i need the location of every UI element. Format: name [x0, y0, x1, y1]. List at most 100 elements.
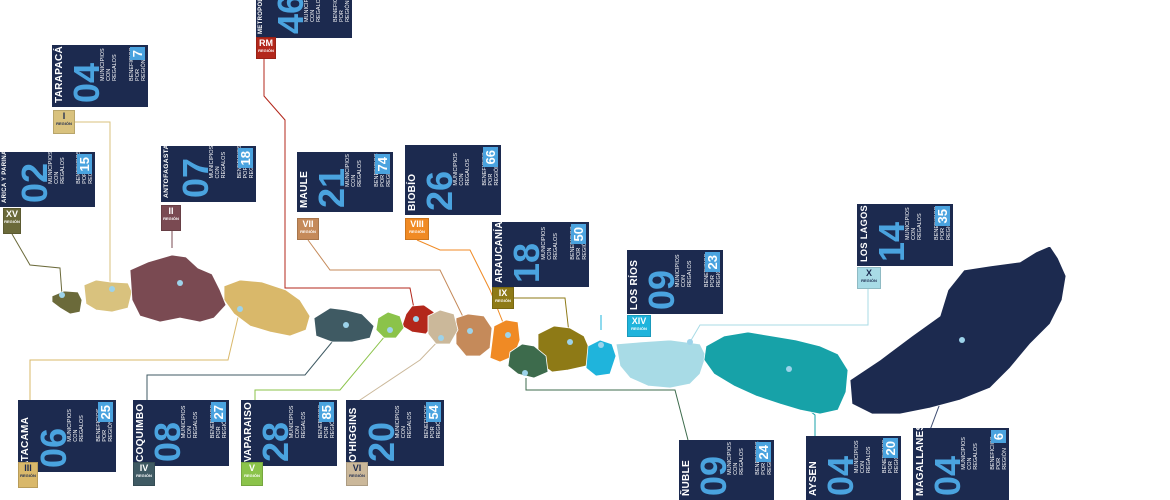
region-shape-iii [223, 279, 311, 337]
region-shape-i [83, 279, 133, 313]
region-total: 25 [98, 402, 113, 423]
leader-line-vii [307, 239, 471, 332]
region-total: 27 [211, 402, 226, 423]
region-numeral: IV [139, 463, 149, 473]
municipios-label: MUNICIPIOS CON REGALOS [47, 152, 66, 184]
beneficios-label: BENEFICIOS POR REGIÓN [332, 0, 351, 23]
region-word: REGIÓN [631, 326, 647, 331]
region-numeral: IX [498, 288, 508, 298]
region-numeral: II [168, 206, 174, 216]
municipios-label: MUNICIPIOS CON REGALOS [67, 409, 85, 442]
region-name: LOS RÍOS [629, 259, 640, 310]
region-dot-ii [177, 280, 183, 286]
region-dot-rm [413, 316, 419, 322]
region-total: 24 [756, 442, 771, 463]
region-name: AYSEN [808, 460, 819, 496]
region-numeral: RM [259, 38, 273, 48]
region-shape-xiv [585, 339, 617, 377]
region-numeral: I [62, 111, 66, 121]
municipios-label: MUNICIPIOS CON REGALOS [289, 405, 307, 439]
region-shape-vii [455, 313, 493, 357]
region-word: REGIÓN [495, 298, 511, 303]
region-dot-v [387, 327, 393, 333]
region-dot-xi [786, 366, 792, 372]
region-dot-xii [959, 337, 965, 343]
region-dot-xv [59, 292, 65, 298]
region-word: REGIÓN [20, 473, 36, 478]
region-numeral: XV [5, 209, 18, 219]
region-dot-viii [505, 332, 511, 338]
region-dot-x [687, 339, 693, 345]
region-name: COQUIMBO [135, 403, 146, 462]
region-shape-xi [703, 331, 849, 415]
region-shapes [51, 245, 1067, 415]
region-total: 7 [130, 47, 145, 61]
region-dot-xvi [522, 370, 528, 376]
municipios-label: MUNICIPIOS CON REGALOS [961, 437, 979, 470]
region-name: BIOBÍO [407, 173, 418, 211]
region-name: MAULE [299, 170, 310, 208]
region-numeral: III [24, 463, 32, 473]
municipios-label: MUNICIPIOS CON REGALOS [905, 207, 923, 240]
region-name: VAPARAISO [243, 401, 254, 462]
region-name: ANTOFAGASTA [163, 146, 170, 198]
region-word: REGIÓN [56, 121, 72, 126]
leader-line-xv [11, 233, 63, 296]
leader-line-i [75, 121, 111, 289]
region-total: 15 [77, 154, 92, 175]
region-name: LOS LAGOS [859, 205, 869, 262]
region-dot-xiv [598, 342, 604, 348]
region-name: TARAPACÁ [54, 45, 65, 103]
region-name: METROPOLITANA [258, 0, 264, 34]
region-total: 18 [238, 148, 253, 169]
municipios-label: MUNICIPIOS CON REGALOS [453, 152, 471, 186]
municipios-label: MUNICIPIOS CON REGALOS [853, 440, 872, 474]
region-name: O'HIGGINS [348, 407, 359, 462]
region-total: 20 [883, 438, 898, 459]
region-total: 35 [935, 206, 950, 227]
region-word: REGIÓN [244, 473, 260, 478]
municipios-label: MUNICIPIOS CON REGALOS [345, 154, 363, 187]
region-shape-xii [849, 245, 1067, 415]
region-word: REGIÓN [409, 229, 425, 234]
region-numeral: V [248, 463, 255, 473]
leader-line-ix [514, 297, 571, 343]
region-word: REGIÓN [258, 48, 274, 53]
municipios-label: MUNICIPIOS CON REGALOS [304, 0, 322, 23]
region-word: REGIÓN [300, 229, 316, 234]
municipios-label: MUNICIPIOS CON REGALOS [395, 405, 413, 439]
region-word: REGIÓN [861, 278, 877, 283]
beneficios-label: BENEFICIOS POR REGIÓN [989, 436, 1008, 470]
region-name: MAGALLANES [915, 428, 926, 496]
region-name: ATACAMA [20, 416, 31, 468]
region-name: ÑUBLE [681, 460, 692, 496]
region-dots [59, 280, 965, 376]
region-dot-vii [467, 328, 473, 334]
region-total: 85 [319, 402, 334, 423]
municipios-label: MUNICIPIOS CON REGALOS [726, 442, 745, 475]
